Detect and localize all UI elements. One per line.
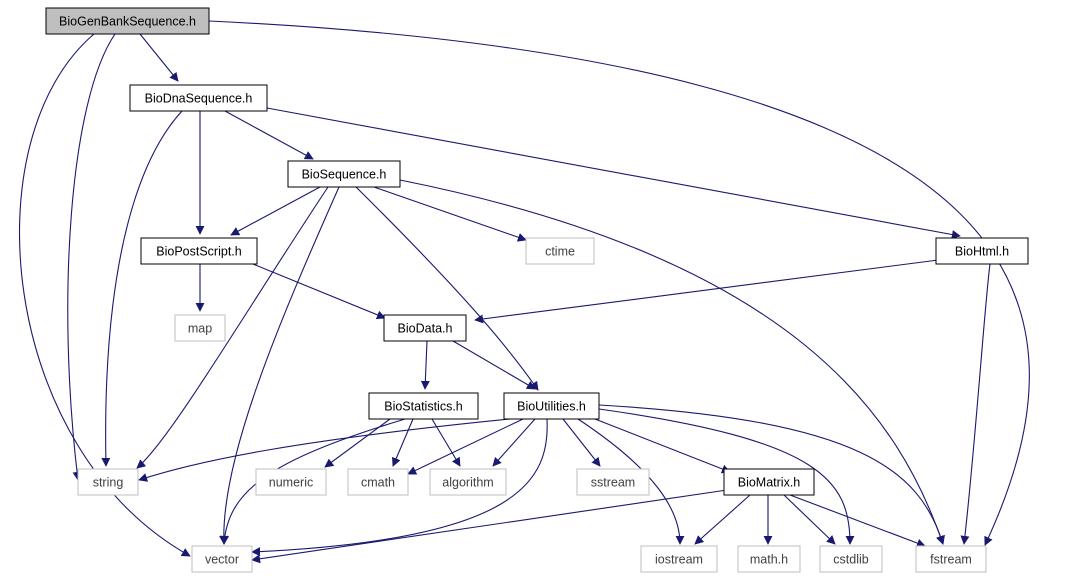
edge-layer	[18, 20, 1030, 564]
edge-seq-ctime	[373, 186, 527, 242]
edge-gen-fstream	[208, 20, 1030, 546]
node-ctime: ctime	[525, 237, 595, 265]
node-box-dna	[129, 84, 268, 112]
edge-html-data	[474, 258, 947, 324]
edge-matrix-iostream	[694, 494, 751, 545]
node-label-stat: BioStatistics.h	[384, 400, 463, 414]
edge-util-iostream	[577, 418, 685, 545]
edge-gen-vector	[18, 33, 191, 557]
node-map: map	[174, 314, 226, 342]
edge-seq-fstream	[399, 179, 945, 545]
node-gen[interactable]: BioGenBankSequence.h	[45, 7, 210, 35]
node-stat[interactable]: BioStatistics.h	[368, 392, 479, 420]
node-label-numeric: numeric	[269, 476, 313, 490]
node-fstream: fstream	[915, 545, 987, 573]
node-label-string: string	[93, 476, 124, 490]
node-util[interactable]: BioUtilities.h	[503, 392, 600, 420]
node-html[interactable]: BioHtml.h	[935, 237, 1029, 265]
edge-util-algorithm	[492, 418, 536, 467]
edge-dna-html	[266, 107, 961, 239]
edge-seq-ps	[230, 186, 321, 236]
edge-matrix-fstream	[789, 494, 926, 548]
node-label-cmath: cmath	[361, 476, 395, 490]
node-label-util: BioUtilities.h	[517, 400, 586, 414]
edge-matrix-cstdlib	[783, 494, 836, 545]
node-box-ps	[140, 237, 258, 265]
node-label-html: BioHtml.h	[955, 245, 1009, 259]
node-label-seq: BioSequence.h	[302, 168, 387, 182]
edge-matrix-vector	[251, 489, 728, 564]
node-box-util	[503, 392, 600, 420]
node-label-ps: BioPostScript.h	[156, 245, 242, 259]
edge-util-cmath	[407, 418, 524, 475]
edge-util-vector	[251, 418, 548, 557]
node-box-sstream	[576, 468, 650, 496]
edge-stat-cmath	[392, 418, 414, 467]
edge-dna-seq	[224, 110, 314, 160]
node-iostream: iostream	[640, 545, 718, 573]
node-ps[interactable]: BioPostScript.h	[140, 237, 258, 265]
node-dna[interactable]: BioDnaSequence.h	[129, 84, 268, 112]
edge-stat-numeric	[324, 418, 391, 468]
node-label-algorithm: algorithm	[442, 476, 493, 490]
node-box-iostream	[640, 545, 718, 573]
node-box-vector	[191, 545, 253, 573]
node-matrix[interactable]: BioMatrix.h	[723, 468, 815, 496]
edge-data-stat	[420, 340, 430, 390]
node-seq[interactable]: BioSequence.h	[287, 160, 401, 188]
node-label-iostream: iostream	[655, 553, 703, 567]
node-box-map	[174, 314, 226, 342]
node-cstdlib: cstdlib	[819, 545, 883, 573]
node-layer: BioGenBankSequence.hBioDnaSequence.hBioS…	[45, 7, 1029, 573]
node-box-cmath	[347, 468, 409, 496]
edge-ps-data	[252, 263, 386, 320]
node-box-gen	[45, 7, 210, 35]
edge-data-util	[452, 340, 536, 390]
node-label-map: map	[188, 322, 212, 336]
node-sstream: sstream	[576, 468, 650, 496]
node-vector: vector	[191, 545, 253, 573]
node-algorithm: algorithm	[429, 468, 507, 496]
node-label-sstream: sstream	[591, 476, 635, 490]
node-label-data: BioData.h	[398, 322, 453, 336]
edge-util-sstream	[562, 418, 601, 467]
node-box-data	[383, 314, 467, 342]
edge-util-string	[138, 418, 511, 482]
node-box-fstream	[915, 545, 987, 573]
node-label-matrix: BioMatrix.h	[738, 476, 801, 490]
node-mathh: math.h	[737, 545, 801, 573]
node-numeric: numeric	[255, 468, 327, 496]
node-label-fstream: fstream	[930, 553, 972, 567]
node-box-seq	[287, 160, 401, 188]
node-box-matrix	[723, 468, 815, 496]
edge-util-cstdlib	[598, 408, 855, 545]
node-box-numeric	[255, 468, 327, 496]
edge-seq-string	[136, 186, 329, 469]
edge-gen-dna	[139, 33, 179, 82]
node-label-mathh: math.h	[750, 553, 788, 567]
edge-gen-string	[67, 33, 116, 481]
node-label-cstdlib: cstdlib	[833, 553, 868, 567]
node-label-vector: vector	[205, 553, 239, 567]
edge-html-fstream	[960, 263, 991, 545]
node-box-algorithm	[429, 468, 507, 496]
node-box-ctime	[525, 237, 595, 265]
node-box-cstdlib	[819, 545, 883, 573]
node-box-stat	[368, 392, 479, 420]
edge-util-matrix	[594, 418, 731, 474]
node-label-gen: BioGenBankSequence.h	[59, 15, 196, 29]
node-box-string	[77, 468, 139, 496]
node-box-html	[935, 237, 1029, 265]
edge-seq-util	[355, 186, 539, 391]
edge-dna-string	[101, 110, 183, 467]
node-label-dna: BioDnaSequence.h	[145, 92, 253, 106]
node-cmath: cmath	[347, 468, 409, 496]
node-box-mathh	[737, 545, 801, 573]
node-data[interactable]: BioData.h	[383, 314, 467, 342]
node-label-ctime: ctime	[545, 245, 575, 259]
edge-seq-vector	[219, 186, 340, 545]
node-string: string	[77, 468, 139, 496]
edge-util-fstream	[598, 404, 945, 545]
